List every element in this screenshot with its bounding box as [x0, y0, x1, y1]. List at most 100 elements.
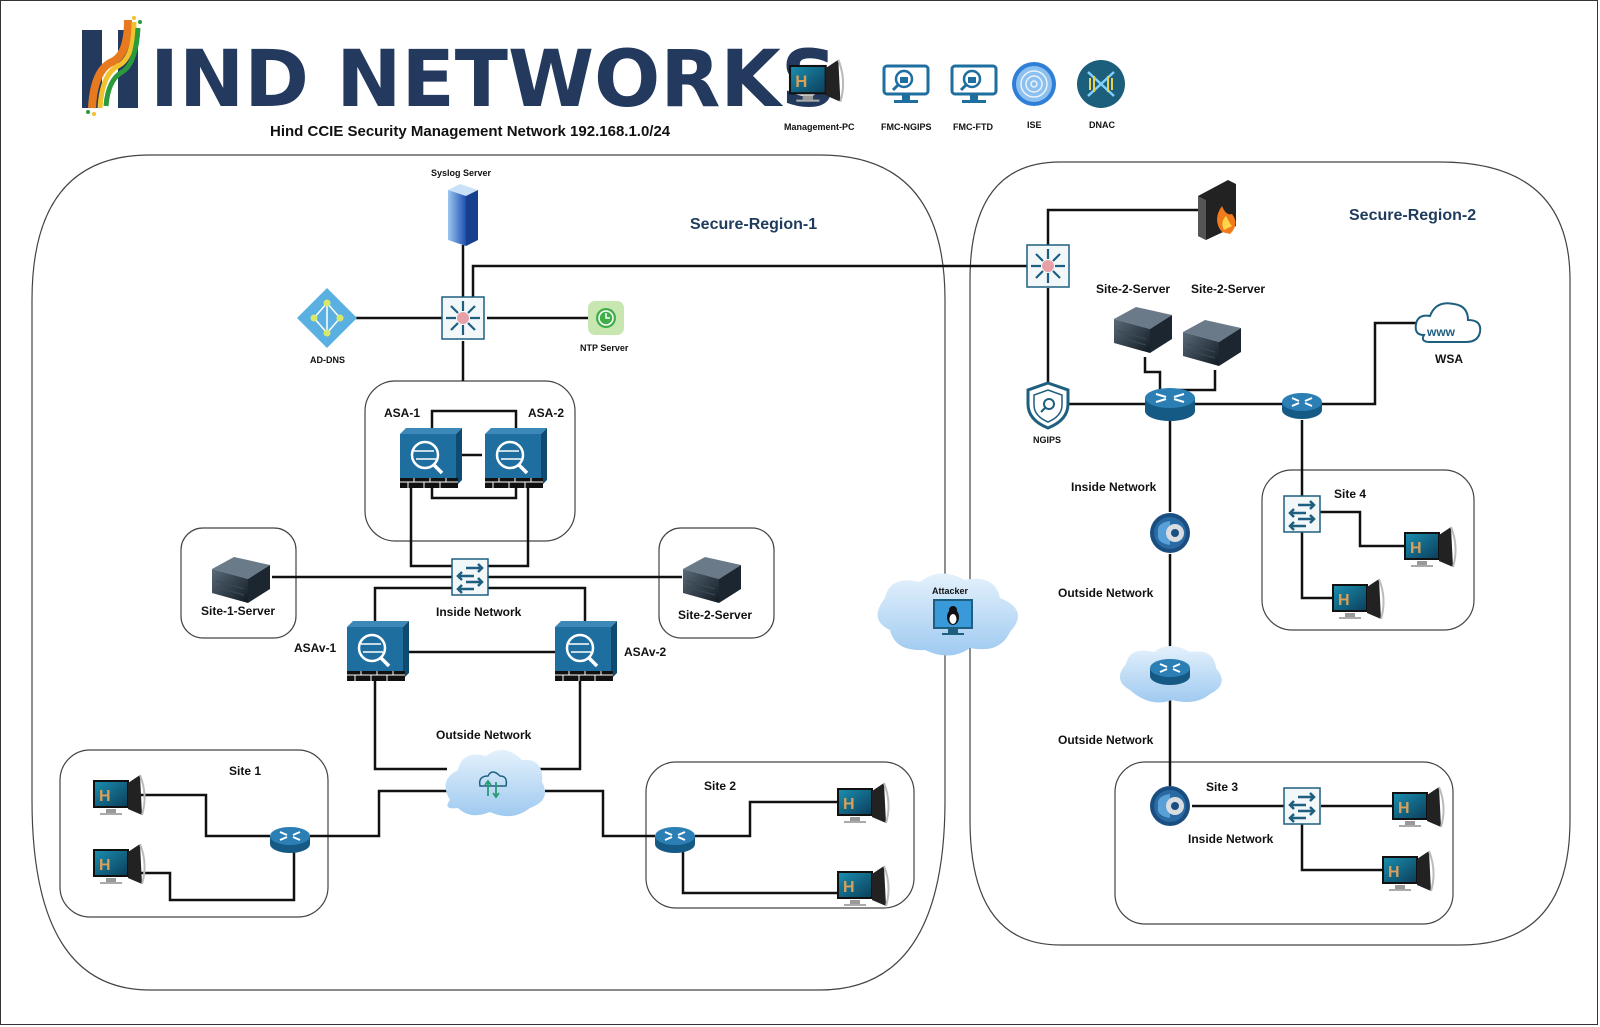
ngips-label: NGIPS: [1033, 435, 1061, 445]
site-1-router[interactable]: [269, 826, 311, 854]
site-2-pc-1[interactable]: [837, 782, 890, 824]
legend-management-pc: Management-PC: [784, 58, 855, 132]
site-4-label: Site 4: [1334, 487, 1366, 501]
active-directory-icon: [297, 288, 357, 348]
asav-1-label: ASAv-1: [294, 641, 337, 655]
fingerprint-icon: [1012, 62, 1056, 106]
ngips-sensor[interactable]: NGIPS: [1026, 381, 1070, 445]
legend-label: ISE: [1027, 120, 1042, 130]
legend-dnac: DNAC: [1077, 60, 1125, 130]
core-multilayer-switch-2[interactable]: [1025, 243, 1071, 289]
asa-2-firewall[interactable]: [483, 426, 549, 490]
www-cloud-icon: www: [1414, 302, 1482, 343]
site-2-server-b[interactable]: [1182, 319, 1242, 367]
site-1-pc-1[interactable]: [93, 774, 146, 816]
clock-icon: [588, 301, 624, 335]
core-multilayer-switch-1[interactable]: [440, 295, 486, 341]
asav-2-firewall[interactable]: [553, 619, 619, 683]
hind-logo-mark: [82, 16, 142, 116]
wan-router-icon: [1149, 658, 1191, 686]
svg-text:www: www: [1426, 325, 1456, 339]
firewall-appliance[interactable]: [1198, 180, 1236, 240]
ad-dns-label: AD-DNS: [310, 355, 345, 365]
ai-security-engine-2[interactable]: [1150, 786, 1190, 826]
internet-cloud[interactable]: [445, 749, 546, 817]
edge-router[interactable]: [1281, 392, 1323, 420]
outside-network-label: Outside Network: [436, 728, 532, 742]
syslog-server-label: Syslog Server: [431, 168, 492, 178]
legend-fmc-ftd: FMC-FTD: [950, 64, 998, 132]
secure-region-1-container: [31, 154, 946, 991]
site-1-label: Site 1: [229, 764, 261, 778]
site-1-box: [59, 749, 329, 918]
ntp-server[interactable]: NTP Server: [580, 301, 629, 353]
attacker-cloud[interactable]: Attacker: [877, 573, 1018, 656]
server-tower-icon: [448, 184, 478, 246]
site-2-label: Site 2: [704, 779, 736, 793]
asav-2-label: ASAv-2: [624, 645, 667, 659]
asa-cluster-box: [364, 380, 576, 542]
asav-1-firewall[interactable]: [345, 619, 411, 683]
syslog-server[interactable]: Syslog Server: [431, 168, 492, 246]
legend-label: FMC-NGIPS: [881, 122, 932, 132]
fmc-monitor-icon: [882, 64, 930, 103]
asa-2-label: ASA-2: [528, 406, 564, 420]
site-4-switch[interactable]: [1282, 494, 1322, 534]
site-1-server-box: [180, 527, 297, 639]
site-3-box: [1114, 761, 1454, 925]
logo-text: IND NETWORKS: [150, 35, 837, 125]
site-3-inside-network-label: Inside Network: [1188, 832, 1274, 846]
site-2-server-a-label: Site-2-Server: [1096, 282, 1170, 296]
diagram-subtitle: Hind CCIE Security Management Network 19…: [270, 123, 671, 140]
site-2-router[interactable]: [654, 826, 696, 854]
site-2-server-a[interactable]: [1113, 306, 1173, 354]
wsa-label: WSA: [1435, 352, 1463, 366]
r2-inside-network-label: Inside Network: [1071, 480, 1157, 494]
site-1-pc-2[interactable]: [93, 843, 146, 885]
site-3-label: Site 3: [1206, 780, 1238, 794]
ntp-server-label: NTP Server: [580, 343, 629, 353]
cloud-transfer-icon: [478, 771, 508, 799]
legend-fmc-ngips: FMC-NGIPS: [881, 64, 932, 132]
linux-pc-icon: [933, 599, 973, 635]
site-3-switch[interactable]: [1282, 786, 1322, 826]
ai-security-engine-1[interactable]: [1150, 513, 1190, 553]
site-1-server-label: Site-1-Server: [201, 604, 275, 618]
r2-outside-network-label-1: Outside Network: [1058, 586, 1154, 600]
ad-dns-server[interactable]: AD-DNS: [297, 288, 357, 365]
r2-outside-network-label-2: Outside Network: [1058, 733, 1154, 747]
site-4-pc-2[interactable]: [1332, 578, 1385, 620]
site-3-pc-2[interactable]: [1382, 850, 1435, 892]
site-1-server[interactable]: [211, 556, 271, 604]
wsa-cloud[interactable]: www WSA: [1414, 302, 1482, 366]
secure-region-2-container: [969, 161, 1571, 946]
site-3-pc-1[interactable]: [1392, 786, 1445, 828]
legend-label: Management-PC: [784, 122, 855, 132]
attacker-label: Attacker: [932, 586, 969, 596]
wires-region-2: [1046, 208, 1420, 872]
fmc-monitor-icon: [950, 64, 998, 103]
asa-1-label: ASA-1: [384, 406, 420, 420]
inside-switch[interactable]: [450, 557, 490, 597]
shield-icon: [1026, 381, 1070, 430]
inside-network-label: Inside Network: [436, 605, 522, 619]
legend-ise: ISE: [1012, 62, 1056, 130]
legend-label: FMC-FTD: [953, 122, 993, 132]
site-4-box: [1261, 469, 1475, 631]
distribution-router[interactable]: [1145, 388, 1195, 421]
asa-1-firewall[interactable]: [398, 426, 464, 490]
site-2-pc-2[interactable]: [837, 865, 890, 907]
site-2-server-box: [658, 527, 775, 639]
legend-label: DNAC: [1089, 120, 1115, 130]
region-2-title: Secure-Region-2: [1349, 207, 1476, 224]
region-1-title: Secure-Region-1: [690, 216, 817, 233]
wires-region-1: [140, 245, 1048, 902]
site-4-pc-1[interactable]: [1404, 526, 1457, 568]
site-2-server[interactable]: [682, 556, 742, 604]
fire-server-icon: [1198, 180, 1236, 240]
wan-cloud-router[interactable]: [1119, 646, 1222, 703]
dnac-icon: [1077, 60, 1125, 108]
site-2-server-label: Site-2-Server: [678, 608, 752, 622]
